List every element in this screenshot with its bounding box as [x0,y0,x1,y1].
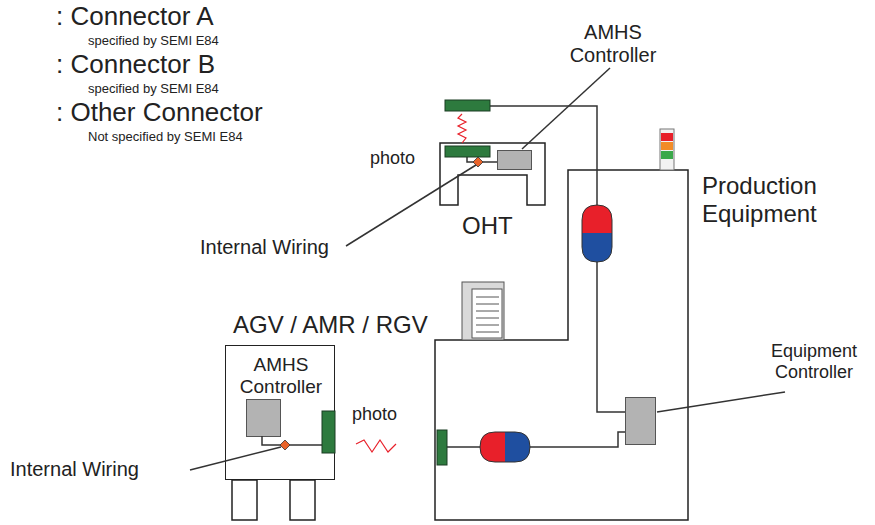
connector-a [445,146,490,157]
connector-a [437,430,447,465]
connector-a [445,100,490,111]
signal-tower [660,129,674,170]
leader-line [657,392,785,412]
legend-note: specified by SEMI E84 [88,82,219,97]
connector-b [582,205,612,262]
internal-wire [262,436,322,445]
controller-box: AMHS Controller [246,399,281,437]
wiring-junction [280,440,290,450]
wire [490,106,625,412]
legend-entry: : Connector B [56,50,215,80]
controller-box: AMHS Controller [497,150,532,170]
photo-label: photo [370,148,415,169]
legend-entry: : Other Connector [56,98,263,128]
connector-b [480,432,530,462]
leader-label: Internal Wiring [10,458,139,481]
photo-link [356,440,396,452]
legend-entry: : Connector A [56,2,214,32]
leader-label: Internal Wiring [200,236,329,259]
other-connector [462,282,504,340]
wiring-junction [473,157,483,167]
leader-line [190,447,281,470]
agv-body: AGV / AMR / RGVAMHS Controller [225,345,335,480]
node-title: AGV / AMR / RGV [233,311,443,339]
connector-a [322,411,335,453]
legend-note: Not specified by SEMI E84 [88,130,243,145]
node-title: AMHS Controller [551,21,675,67]
node-title: Production Equipment [702,172,852,227]
node-title: Equipment Controller [753,341,875,382]
node-title: AMHS Controller [228,354,334,398]
leader-line [522,68,610,149]
photo-label: photo [352,404,397,425]
wheel [232,480,257,520]
controller-box: Equipment Controller [625,397,656,445]
wheel [290,480,315,520]
photo-link [458,114,466,143]
legend-note: specified by SEMI E84 [88,34,219,49]
node-title: OHT [462,212,542,240]
wire [447,432,625,447]
leader-line [346,165,476,246]
